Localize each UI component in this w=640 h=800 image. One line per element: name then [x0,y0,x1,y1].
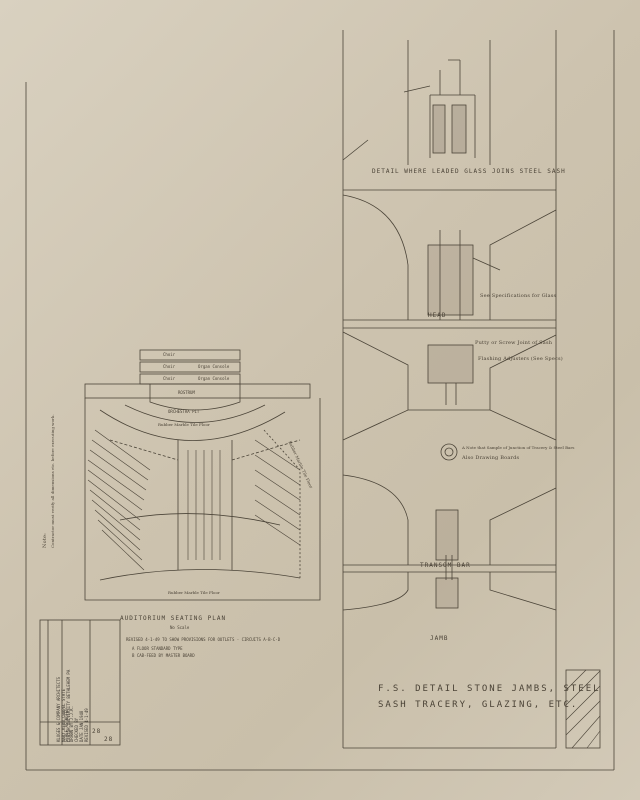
stage-row-2: Choir [163,364,176,369]
stage-row-1: Choir [163,352,176,357]
seating-plan-scale: No Scale [170,625,190,630]
title-block-info: SCALE AS NOTED DRAWN BY J.J.K. CHECKED B… [64,622,89,742]
sheet-title-line-2: SASH TRACERY, GLAZING, ETC. [378,700,579,710]
revised-note: REVISED 4-1-49 TO SHOW PROVISIONS FOR OU… [126,637,281,642]
stage-side-2: Organ Console [198,376,230,381]
stage-side-1: Organ Console [198,364,230,369]
revision-item-a: A FLOOR STANDARD TYPE [132,646,183,651]
stage-row-3: Choir [163,376,176,381]
info-line-5: REVISED 4-1-49 [84,708,89,742]
sheet-number: 28 [92,728,102,735]
sheet-of: 28 [104,736,114,743]
sheet-title-line-1: F.S. DETAIL STONE JAMBS, STEEL [378,684,601,694]
transom-label: TRANSOM BAR [420,562,471,569]
note-putty: Putty or Screw Joint of Sash [475,340,553,346]
note-detail-samples: A Note that Sample of Junction of Tracer… [462,445,575,450]
note-adjuster: Flashing Adjusters (See Specs) [478,356,563,362]
head-label: HEAD [428,312,447,319]
seating-rows [87,429,301,571]
note-construction: See Specifications for Glass [480,293,557,299]
orchestra-label: ORCHESTRA PIT [168,409,200,414]
revision-item-b: B CAB-FEED BY MASTER BOARD [132,653,195,658]
jamb-label: JAMB [430,635,449,642]
rubber-tile-3: Rubber Marble Tile Floor [168,590,220,595]
side-note: Contractor must verify all dimensions et… [50,414,55,548]
rubber-tile-1: Rubber Marble Tile Floor [158,422,210,427]
head-detail-title: DETAIL WHERE LEADED GLASS JOINS STEEL SA… [372,168,566,175]
seating-plan-title: AUDITORIUM SEATING PLAN [120,615,227,622]
rostrum-label: ROSTRUM [178,390,195,395]
note-detail-samples-2: Also Drawing Boards [462,455,520,461]
side-note-head: Note: [42,532,48,548]
